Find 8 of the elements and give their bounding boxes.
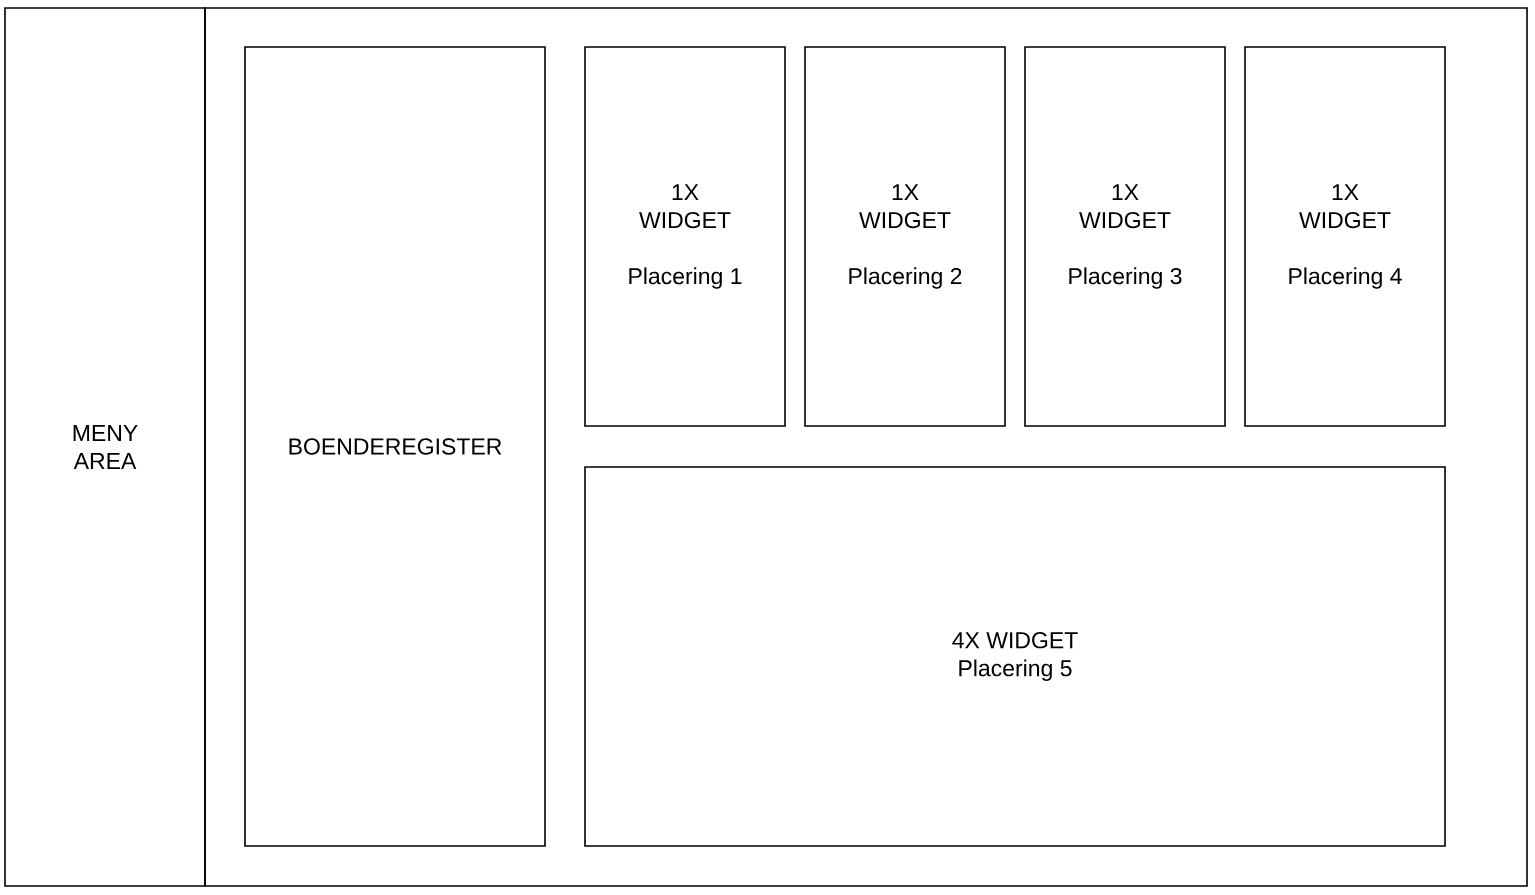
register-panel: BOENDEREGISTER: [244, 46, 546, 847]
widget-box: 1X WIDGET Placering 4: [1244, 46, 1446, 427]
content-panel: [204, 7, 1528, 887]
widget-box: 1X WIDGET Placering 3: [1024, 46, 1226, 427]
widget-box: 1X WIDGET Placering 1: [584, 46, 786, 427]
menu-panel: MENY AREA: [4, 7, 206, 887]
widget-box: 4X WIDGET Placering 5: [584, 466, 1446, 847]
widget-box: 1X WIDGET Placering 2: [804, 46, 1006, 427]
